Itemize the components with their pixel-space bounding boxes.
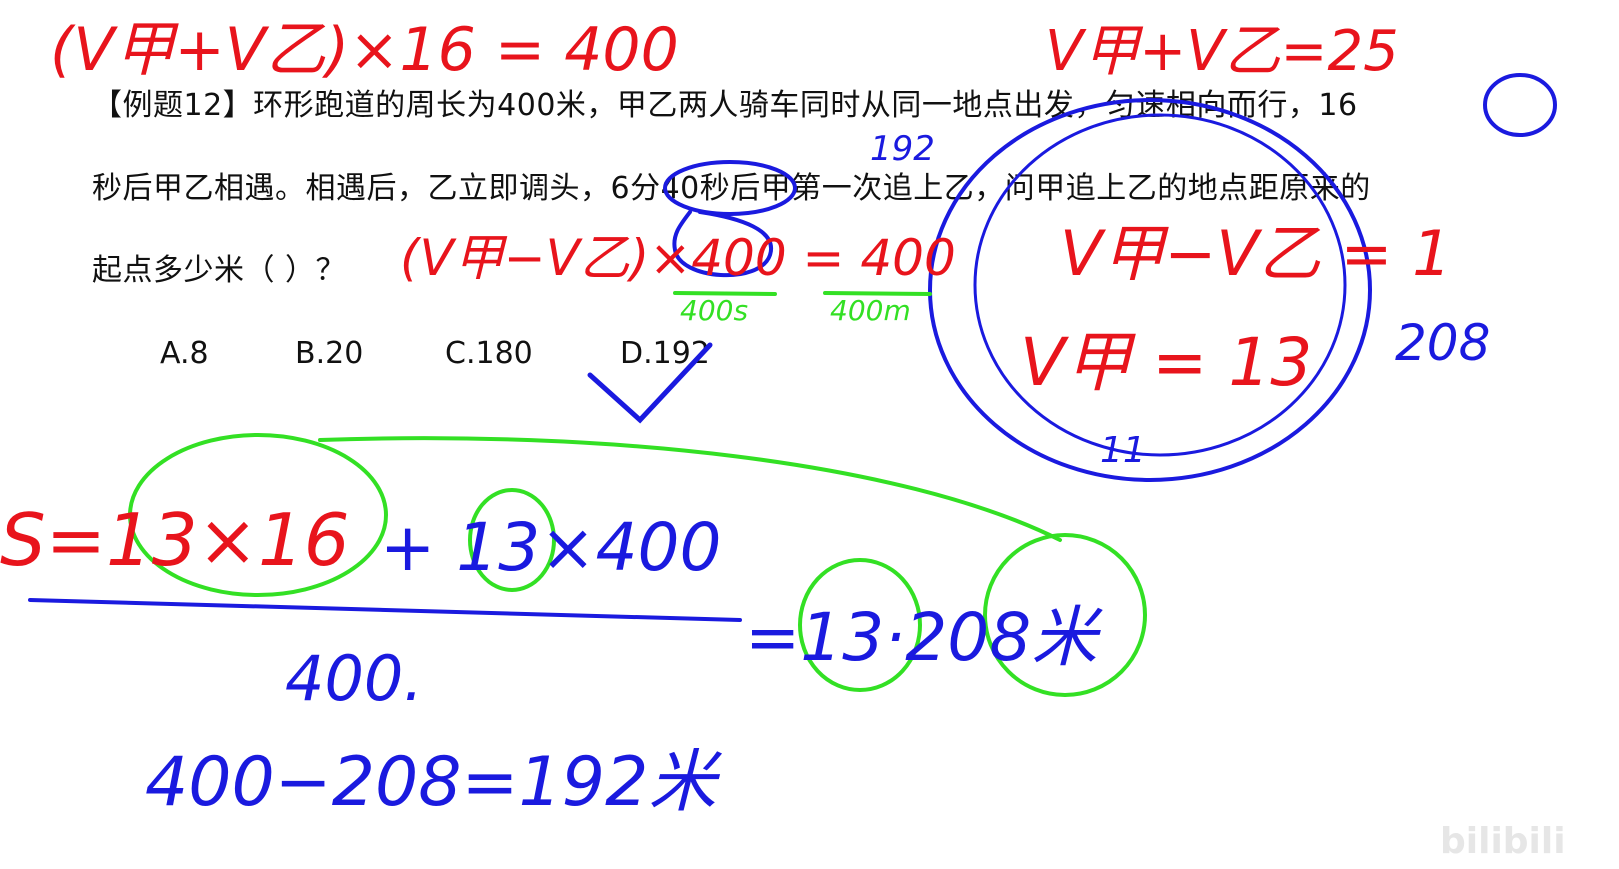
green-circle-13x16 — [128, 433, 388, 597]
blue-11: 11 — [1100, 430, 1146, 471]
problem-line-1: 【例题12】环形跑道的周长为400米，甲乙两人骑车同时从同一地点出发，匀速相向而… — [92, 88, 1358, 123]
blue-192: 192 — [870, 129, 935, 169]
blue-circle-6m40s — [663, 160, 797, 216]
red-diff: V甲−V乙 = 1 — [1060, 217, 1452, 290]
option-d: D.192 — [620, 336, 710, 371]
fraction-bar — [28, 598, 742, 622]
blue-circle-16 — [1483, 73, 1557, 137]
green-note-2: 400m — [830, 294, 911, 327]
blue-plus-term: + 13×400 — [380, 509, 722, 586]
blue-final: 400−208=192米 — [145, 743, 722, 822]
red-va: V甲 = 13 — [1020, 324, 1312, 401]
option-c: C.180 — [445, 336, 533, 371]
problem-line-3: 起点多少米（ ）？ — [92, 253, 347, 288]
watermark: bilibili — [1440, 821, 1566, 862]
option-b: B.20 — [295, 336, 364, 371]
green-note-1: 400s — [680, 294, 748, 327]
blue-denominator: 400. — [285, 642, 423, 715]
green-connector — [318, 436, 1062, 542]
red-eq-2: (V甲−V乙)×400 = 400 — [400, 229, 956, 287]
blue-circle-inner — [973, 113, 1347, 457]
green-circle-208 — [983, 533, 1147, 697]
green-circle-13 — [468, 488, 556, 592]
blue-208: 208 — [1395, 314, 1490, 372]
blue-circle-outer — [928, 98, 1372, 482]
checkmark-icon — [587, 342, 713, 424]
red-eq-1: (V甲+V乙)×16 = 400 — [50, 15, 679, 85]
red-s: S=13×16 — [0, 498, 350, 582]
blue-link-curve — [672, 210, 774, 277]
option-a: A.8 — [160, 336, 209, 371]
red-sum: V甲+V乙=25 — [1045, 19, 1399, 84]
blue-result: =13·208米 — [745, 599, 1103, 676]
green-underline-1 — [673, 291, 777, 296]
problem-line-2: 秒后甲乙相遇。相遇后，乙立即调头，6分40秒后甲第一次追上乙，问甲追上乙的地点距… — [92, 171, 1371, 206]
green-underline-2 — [823, 291, 932, 296]
green-circle-13b — [798, 558, 922, 692]
